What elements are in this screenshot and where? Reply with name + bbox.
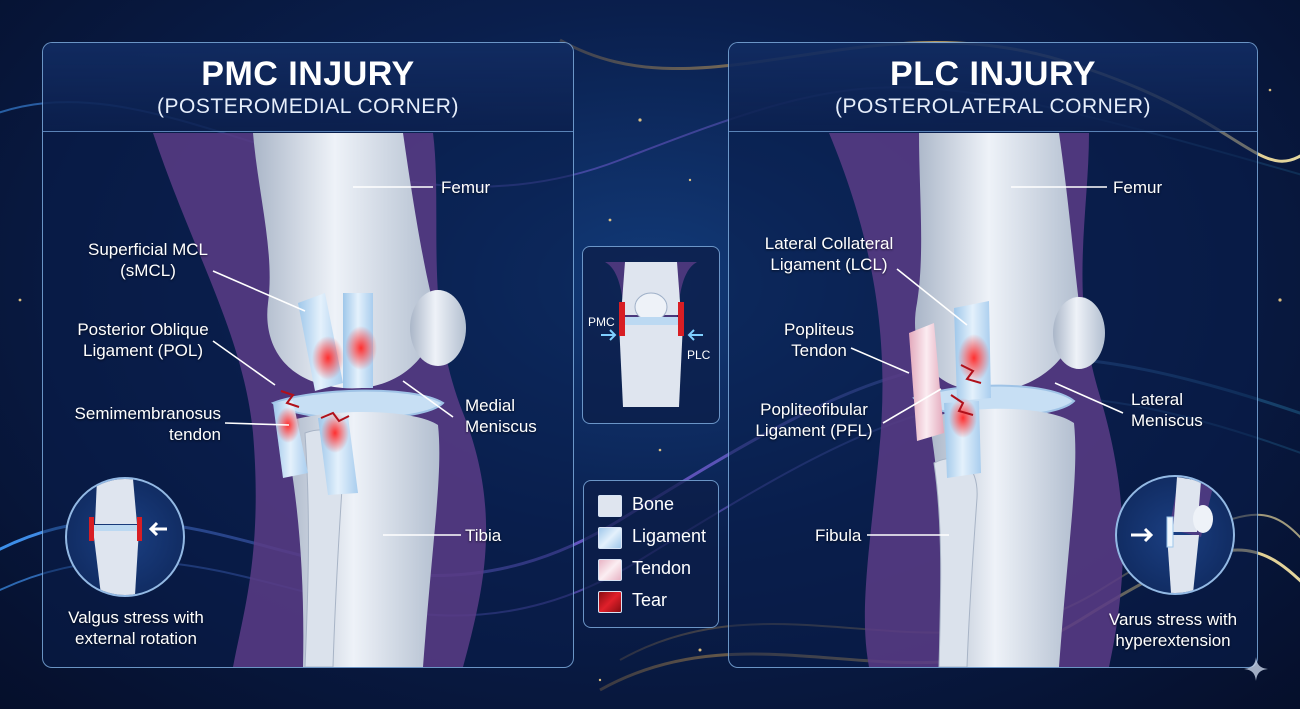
plc-inset-caption: Varus stress with hyperextension <box>1108 610 1238 650</box>
ligament-swatch-icon <box>598 527 622 549</box>
pmc-femur-label: Femur <box>441 178 491 197</box>
legend-label: Tear <box>632 590 668 610</box>
tear-swatch-icon <box>598 591 622 613</box>
plc-popliteus-label: Popliteus Tendon <box>784 320 854 360</box>
tendon-swatch-icon <box>598 559 622 581</box>
plc-pfl-label: Popliteofibular Ligament (PFL) <box>755 400 873 440</box>
pmc-smcl-label: Superficial MCL (sMCL) <box>88 240 208 280</box>
mini-pmc-label: PMC <box>588 315 615 329</box>
plc-header: PLC INJURY (POSTEROLATERAL CORNER) <box>729 43 1257 132</box>
pmc-valgus-inset <box>65 477 185 597</box>
mini-knee-icon <box>601 262 703 407</box>
legend-label: Bone <box>632 494 675 514</box>
plc-lateral-meniscus-label: Lateral Meniscus <box>1131 390 1203 430</box>
legend: Bone Ligament Tendon Tear <box>583 480 719 628</box>
pmc-subtitle: (POSTEROMEDIAL CORNER) <box>157 95 459 118</box>
varus-knee-icon <box>1131 477 1213 593</box>
plc-lcl-label: Lateral Collateral Ligament (LCL) <box>764 234 894 274</box>
plc-varus-inset <box>1115 475 1235 595</box>
pmc-panel: PMC INJURY (POSTEROMEDIAL CORNER) <box>42 42 574 668</box>
pmc-medial-meniscus-label: Medial Meniscus <box>465 396 537 436</box>
plc-knee-illustration <box>829 133 1123 667</box>
pmc-title: PMC INJURY <box>201 55 415 93</box>
valgus-knee-icon <box>89 479 167 595</box>
sparkle-icon <box>1244 657 1268 681</box>
mini-knee-overview: PMC PLC <box>582 246 720 424</box>
legend-label: Ligament <box>632 526 707 546</box>
legend-label: Tendon <box>632 558 692 578</box>
pmc-pol-label: Posterior Oblique Ligament (POL) <box>77 320 209 360</box>
pmc-header: PMC INJURY (POSTEROMEDIAL CORNER) <box>43 43 573 132</box>
plc-femur-label: Femur <box>1113 178 1163 197</box>
plc-fibula-label: Fibula <box>815 526 862 545</box>
plc-panel: PLC INJURY (POSTEROLATERAL CORNER) <box>728 42 1258 668</box>
pmc-inset-caption: Valgus stress with external rotation <box>68 608 204 648</box>
plc-subtitle: (POSTEROLATERAL CORNER) <box>834 95 1152 118</box>
pmc-semimembranosus-label: Semimembranosus tendon <box>74 404 221 444</box>
pmc-knee-illustration <box>153 133 487 667</box>
mini-plc-label: PLC <box>687 348 711 362</box>
plc-title: PLC INJURY <box>890 55 1096 93</box>
bone-swatch-icon <box>598 495 622 517</box>
pmc-tibia-label: Tibia <box>465 526 502 545</box>
